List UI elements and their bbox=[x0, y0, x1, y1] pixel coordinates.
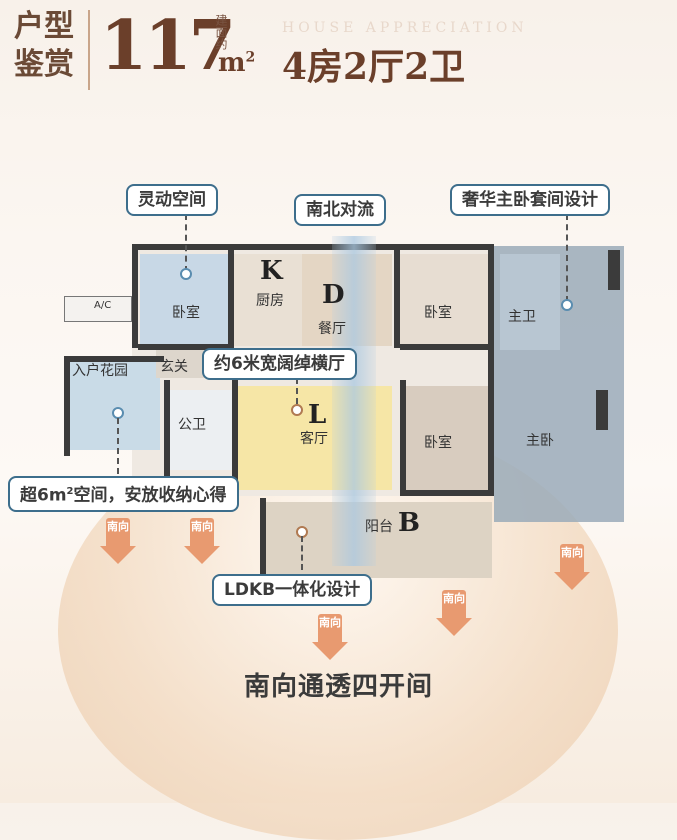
title-line-2: 鉴赏 bbox=[14, 47, 74, 82]
south-arrow-body bbox=[106, 518, 130, 546]
wall-top bbox=[132, 244, 494, 250]
south-arrow-body bbox=[190, 518, 214, 546]
label-bedroom-tl: 卧室 bbox=[172, 305, 200, 321]
south-arrow-4: 南向 bbox=[436, 590, 472, 640]
label-balcony: 阳台 bbox=[365, 519, 393, 535]
wall-left-top bbox=[132, 244, 138, 348]
south-arrow-5: 南向 bbox=[554, 544, 590, 594]
letter-b: B bbox=[398, 508, 420, 538]
south-arrow-1: 南向 bbox=[100, 518, 136, 568]
room-bath bbox=[170, 390, 232, 470]
south-arrow-text: 南向 bbox=[561, 546, 583, 559]
room-balcony bbox=[266, 502, 492, 578]
unit-text: m bbox=[218, 48, 246, 78]
room-count: 4房2厅2卫 bbox=[282, 46, 466, 88]
room-garden bbox=[70, 360, 160, 450]
callout-flex-space: 灵动空间 bbox=[126, 184, 218, 216]
callout-master-suite: 奢华主卧套间设计 bbox=[450, 184, 610, 216]
dash-storage bbox=[117, 418, 119, 474]
south-arrow-text: 南向 bbox=[107, 520, 129, 533]
label-master: 主卧 bbox=[526, 433, 554, 449]
south-arrow-text: 南向 bbox=[319, 616, 341, 629]
wall-12 bbox=[260, 498, 266, 578]
south-arrow-head bbox=[312, 642, 348, 660]
label-living: 客厅 bbox=[300, 431, 328, 447]
subtitle-en: HOUSE APPRECIATION bbox=[282, 20, 528, 36]
label-garden: 入户花园 bbox=[72, 363, 128, 379]
airflow-band bbox=[332, 236, 376, 566]
room-ac bbox=[64, 296, 132, 322]
south-arrow-text: 南向 bbox=[191, 520, 213, 533]
south-arrow-head bbox=[184, 546, 220, 564]
wall-2 bbox=[394, 244, 400, 348]
label-foyer: 玄关 bbox=[160, 359, 188, 375]
page-title: 户型 鉴赏 bbox=[8, 8, 80, 92]
wall-14 bbox=[596, 390, 608, 430]
wall-4 bbox=[138, 344, 232, 350]
dash-living bbox=[296, 368, 298, 404]
area-unit: m2 bbox=[218, 48, 255, 78]
label-dining: 餐厅 bbox=[318, 321, 346, 337]
storage-sup: 2 bbox=[66, 486, 74, 497]
dash-ldkb bbox=[301, 536, 303, 570]
wall-9 bbox=[232, 380, 238, 502]
wall-13 bbox=[608, 250, 620, 290]
label-bath: 公卫 bbox=[178, 417, 206, 433]
header-divider bbox=[88, 10, 90, 90]
dot-living bbox=[291, 404, 303, 416]
area-note: 建面约 bbox=[214, 14, 228, 50]
room-master-bath bbox=[500, 254, 560, 350]
dash-master bbox=[566, 214, 568, 302]
label-bedroom-tc: 卧室 bbox=[424, 305, 452, 321]
dash-flex bbox=[185, 214, 187, 272]
label-ac: A/C bbox=[94, 300, 112, 311]
wall-1 bbox=[228, 244, 234, 348]
wall-3 bbox=[488, 244, 494, 494]
south-arrow-3: 南向 bbox=[312, 614, 348, 664]
wall-6 bbox=[64, 356, 164, 362]
floor-plan: 卧室 K 厨房 D 餐厅 卧室 主卫 A/C 入户花园 玄关 公卫 L 客厅 卧… bbox=[60, 236, 630, 580]
dot-flex bbox=[180, 268, 192, 280]
south-arrow-2: 南向 bbox=[184, 518, 220, 568]
letter-d: D bbox=[322, 280, 345, 310]
letter-l: L bbox=[308, 400, 327, 430]
title-line-1: 户型 bbox=[14, 9, 74, 44]
south-arrow-head bbox=[100, 546, 136, 564]
dot-master bbox=[561, 299, 573, 311]
unit-sup: 2 bbox=[245, 49, 256, 66]
wall-7 bbox=[64, 356, 70, 456]
south-arrow-text: 南向 bbox=[443, 592, 465, 605]
south-arrow-body bbox=[318, 614, 342, 642]
footer-caption: 南向通透四开间 bbox=[243, 672, 433, 702]
room-kitchen bbox=[232, 254, 302, 346]
south-arrow-head bbox=[436, 618, 472, 636]
label-kitchen: 厨房 bbox=[256, 293, 284, 309]
wall-8 bbox=[164, 380, 170, 500]
storage-pre: 超6m bbox=[20, 485, 67, 506]
room-bedroom-tc bbox=[398, 254, 488, 346]
label-master-bath: 主卫 bbox=[508, 309, 536, 325]
letter-k: K bbox=[260, 256, 283, 286]
storage-post: 空间，安放收纳心得 bbox=[73, 485, 227, 506]
wall-11 bbox=[400, 490, 494, 496]
area-value: 117 bbox=[100, 6, 236, 86]
south-arrow-head bbox=[554, 572, 590, 590]
room-bedroom-c bbox=[402, 386, 492, 490]
south-arrow-body bbox=[442, 590, 466, 618]
label-bedroom-c: 卧室 bbox=[424, 435, 452, 451]
callout-ldkb: LDKB一体化设计 bbox=[212, 574, 373, 606]
south-arrow-body bbox=[560, 544, 584, 572]
wall-5 bbox=[400, 344, 490, 350]
callout-airflow: 南北对流 bbox=[294, 194, 386, 226]
callout-living-width: 约6米宽阔绰横厅 bbox=[202, 348, 357, 380]
wall-10 bbox=[400, 380, 406, 490]
callout-storage: 超6m2空间，安放收纳心得 bbox=[8, 476, 239, 512]
